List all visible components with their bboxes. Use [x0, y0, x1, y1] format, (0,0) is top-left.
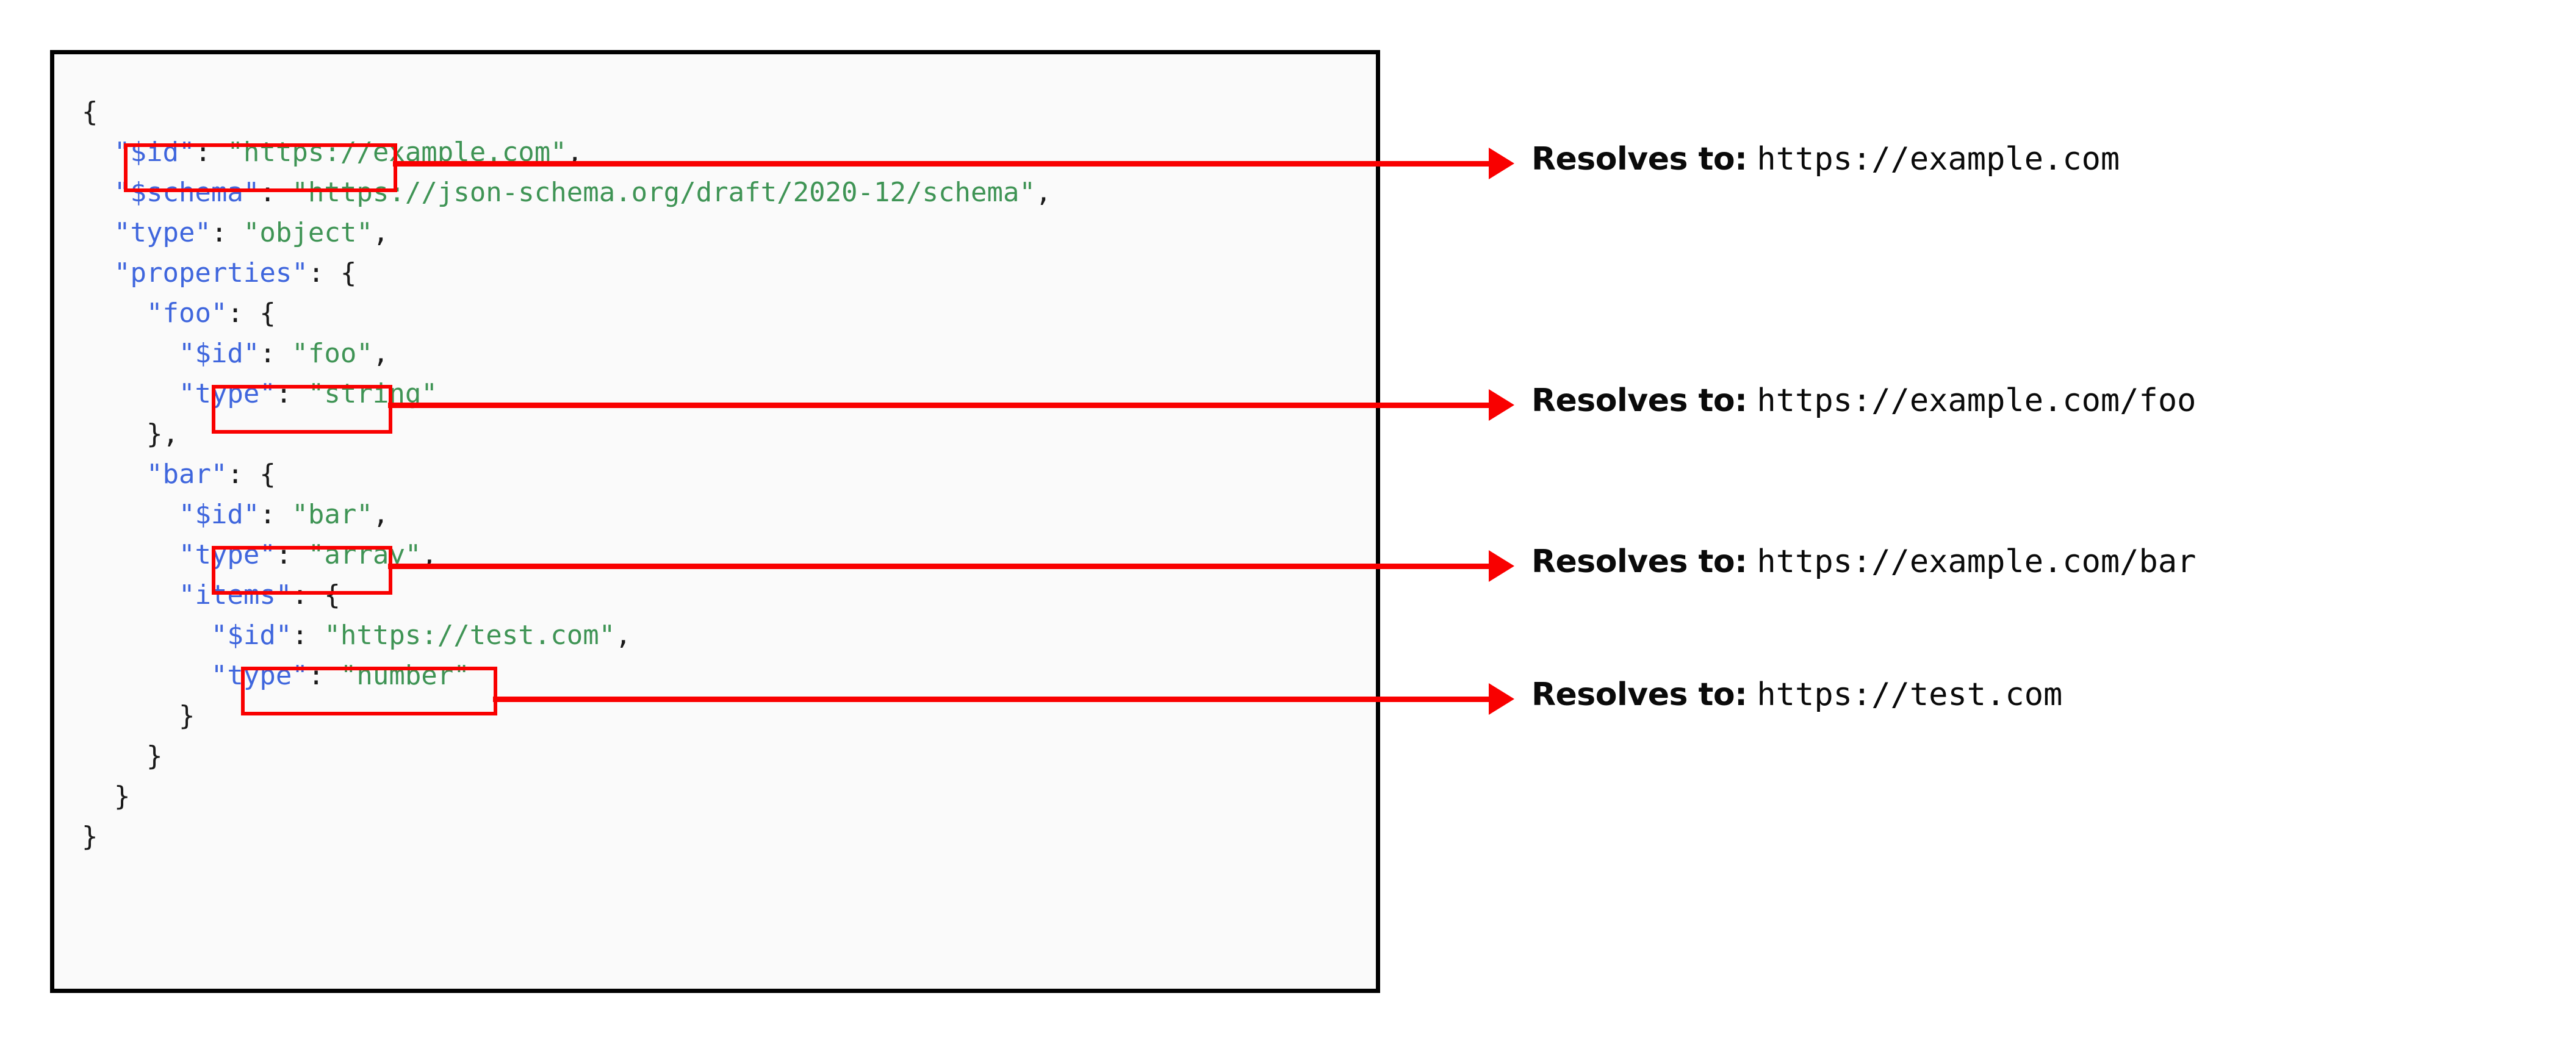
code-token: : [275, 539, 308, 570]
code-line: "$schema": "https://json-schema.org/draf… [82, 173, 1051, 213]
code-line: "bar": { [82, 454, 1051, 495]
resolve-annotation: Resolves to: https://example.com/bar [1531, 543, 2196, 580]
code-token: : [259, 499, 292, 530]
resolve-label: Resolves to: [1531, 382, 1747, 419]
code-token: } [82, 821, 98, 852]
resolve-label: Resolves to: [1531, 543, 1747, 580]
code-token: : [259, 177, 292, 208]
code-token: "bar" [292, 499, 373, 530]
code-token: "$id" [178, 338, 260, 369]
resolve-arrow-line [393, 161, 1489, 167]
resolve-arrow-line [388, 564, 1489, 569]
code-token: "foo" [146, 298, 228, 329]
code-line: "$id": "foo", [82, 334, 1051, 374]
code-token: } [146, 740, 163, 772]
code-token: : [275, 378, 308, 409]
code-token: : [308, 660, 340, 691]
resolve-label: Resolves to: [1531, 676, 1747, 713]
code-token: "object" [243, 217, 373, 248]
code-token: "$schema" [113, 177, 260, 208]
code-token: "foo" [292, 338, 373, 369]
json-code-panel: { "$id": "https://example.com", "$schema… [50, 50, 1380, 993]
resolve-arrow-head-icon [1489, 148, 1514, 179]
resolve-arrow-line [388, 403, 1489, 408]
resolve-arrow-head-icon [1489, 550, 1514, 582]
code-token: "$id" [178, 499, 260, 530]
code-line: "type": "object", [82, 213, 1051, 253]
code-line: "$id": "https://example.com", [82, 132, 1051, 173]
code-line: } [82, 736, 1051, 776]
code-line: "$id": "https://test.com", [82, 615, 1051, 656]
resolve-url-value: https://test.com [1757, 676, 2063, 713]
code-token: : { [227, 459, 276, 490]
resolve-annotation: Resolves to: https://example.com/foo [1531, 382, 2196, 419]
code-line: "$id": "bar", [82, 495, 1051, 535]
code-token: "number" [340, 660, 470, 691]
code-line: } [82, 817, 1051, 857]
code-token: : [292, 620, 325, 651]
code-line: } [82, 776, 1051, 817]
resolve-arrow-head-icon [1489, 389, 1514, 421]
resolve-annotation: Resolves to: https://example.com [1531, 141, 2120, 177]
resolve-arrow-head-icon [1489, 683, 1514, 715]
resolve-url-value: https://example.com [1757, 141, 2120, 177]
code-token: "type" [178, 378, 276, 409]
code-token: "bar" [146, 459, 228, 490]
code-token: } [113, 781, 131, 812]
resolve-url-value: https://example.com/foo [1757, 382, 2196, 419]
code-token: : [195, 137, 228, 168]
code-token: , [372, 499, 389, 530]
code-line: }, [82, 414, 1051, 454]
code-token: } [178, 700, 195, 731]
code-token: : [210, 217, 243, 248]
resolve-arrow-line [493, 697, 1489, 702]
code-token: : [259, 338, 292, 369]
code-token: "items" [178, 579, 292, 611]
code-line: } [82, 696, 1051, 736]
code-token: , [372, 338, 389, 369]
code-token: "$id" [113, 137, 195, 168]
resolve-annotation: Resolves to: https://test.com [1531, 676, 2062, 713]
code-token: "https://test.com" [324, 620, 616, 651]
code-line: "properties": { [82, 253, 1051, 293]
code-token: : { [292, 579, 340, 611]
code-token: "type" [113, 217, 211, 248]
code-line: { [82, 92, 1051, 132]
code-token: "type" [210, 660, 308, 691]
code-token: "$id" [210, 620, 292, 651]
code-token: , [615, 620, 631, 651]
resolve-url-value: https://example.com/bar [1757, 543, 2196, 580]
code-token: : { [227, 298, 276, 329]
code-line: "type": "string" [82, 374, 1051, 414]
code-token: }, [146, 418, 179, 450]
json-code-block: { "$id": "https://example.com", "$schema… [82, 92, 1051, 857]
code-line: "type": "number" [82, 656, 1051, 696]
code-line: "type": "array", [82, 535, 1051, 575]
code-line: "foo": { [82, 293, 1051, 334]
code-token: { [82, 96, 98, 127]
code-token: "type" [178, 539, 276, 570]
code-token: : { [308, 257, 357, 289]
code-line: "items": { [82, 575, 1051, 615]
code-token: , [372, 217, 389, 248]
resolve-label: Resolves to: [1531, 141, 1747, 177]
code-token: , [1035, 177, 1052, 208]
code-token: "properties" [113, 257, 308, 289]
code-token: "https://json-schema.org/draft/2020-12/s… [292, 177, 1035, 208]
